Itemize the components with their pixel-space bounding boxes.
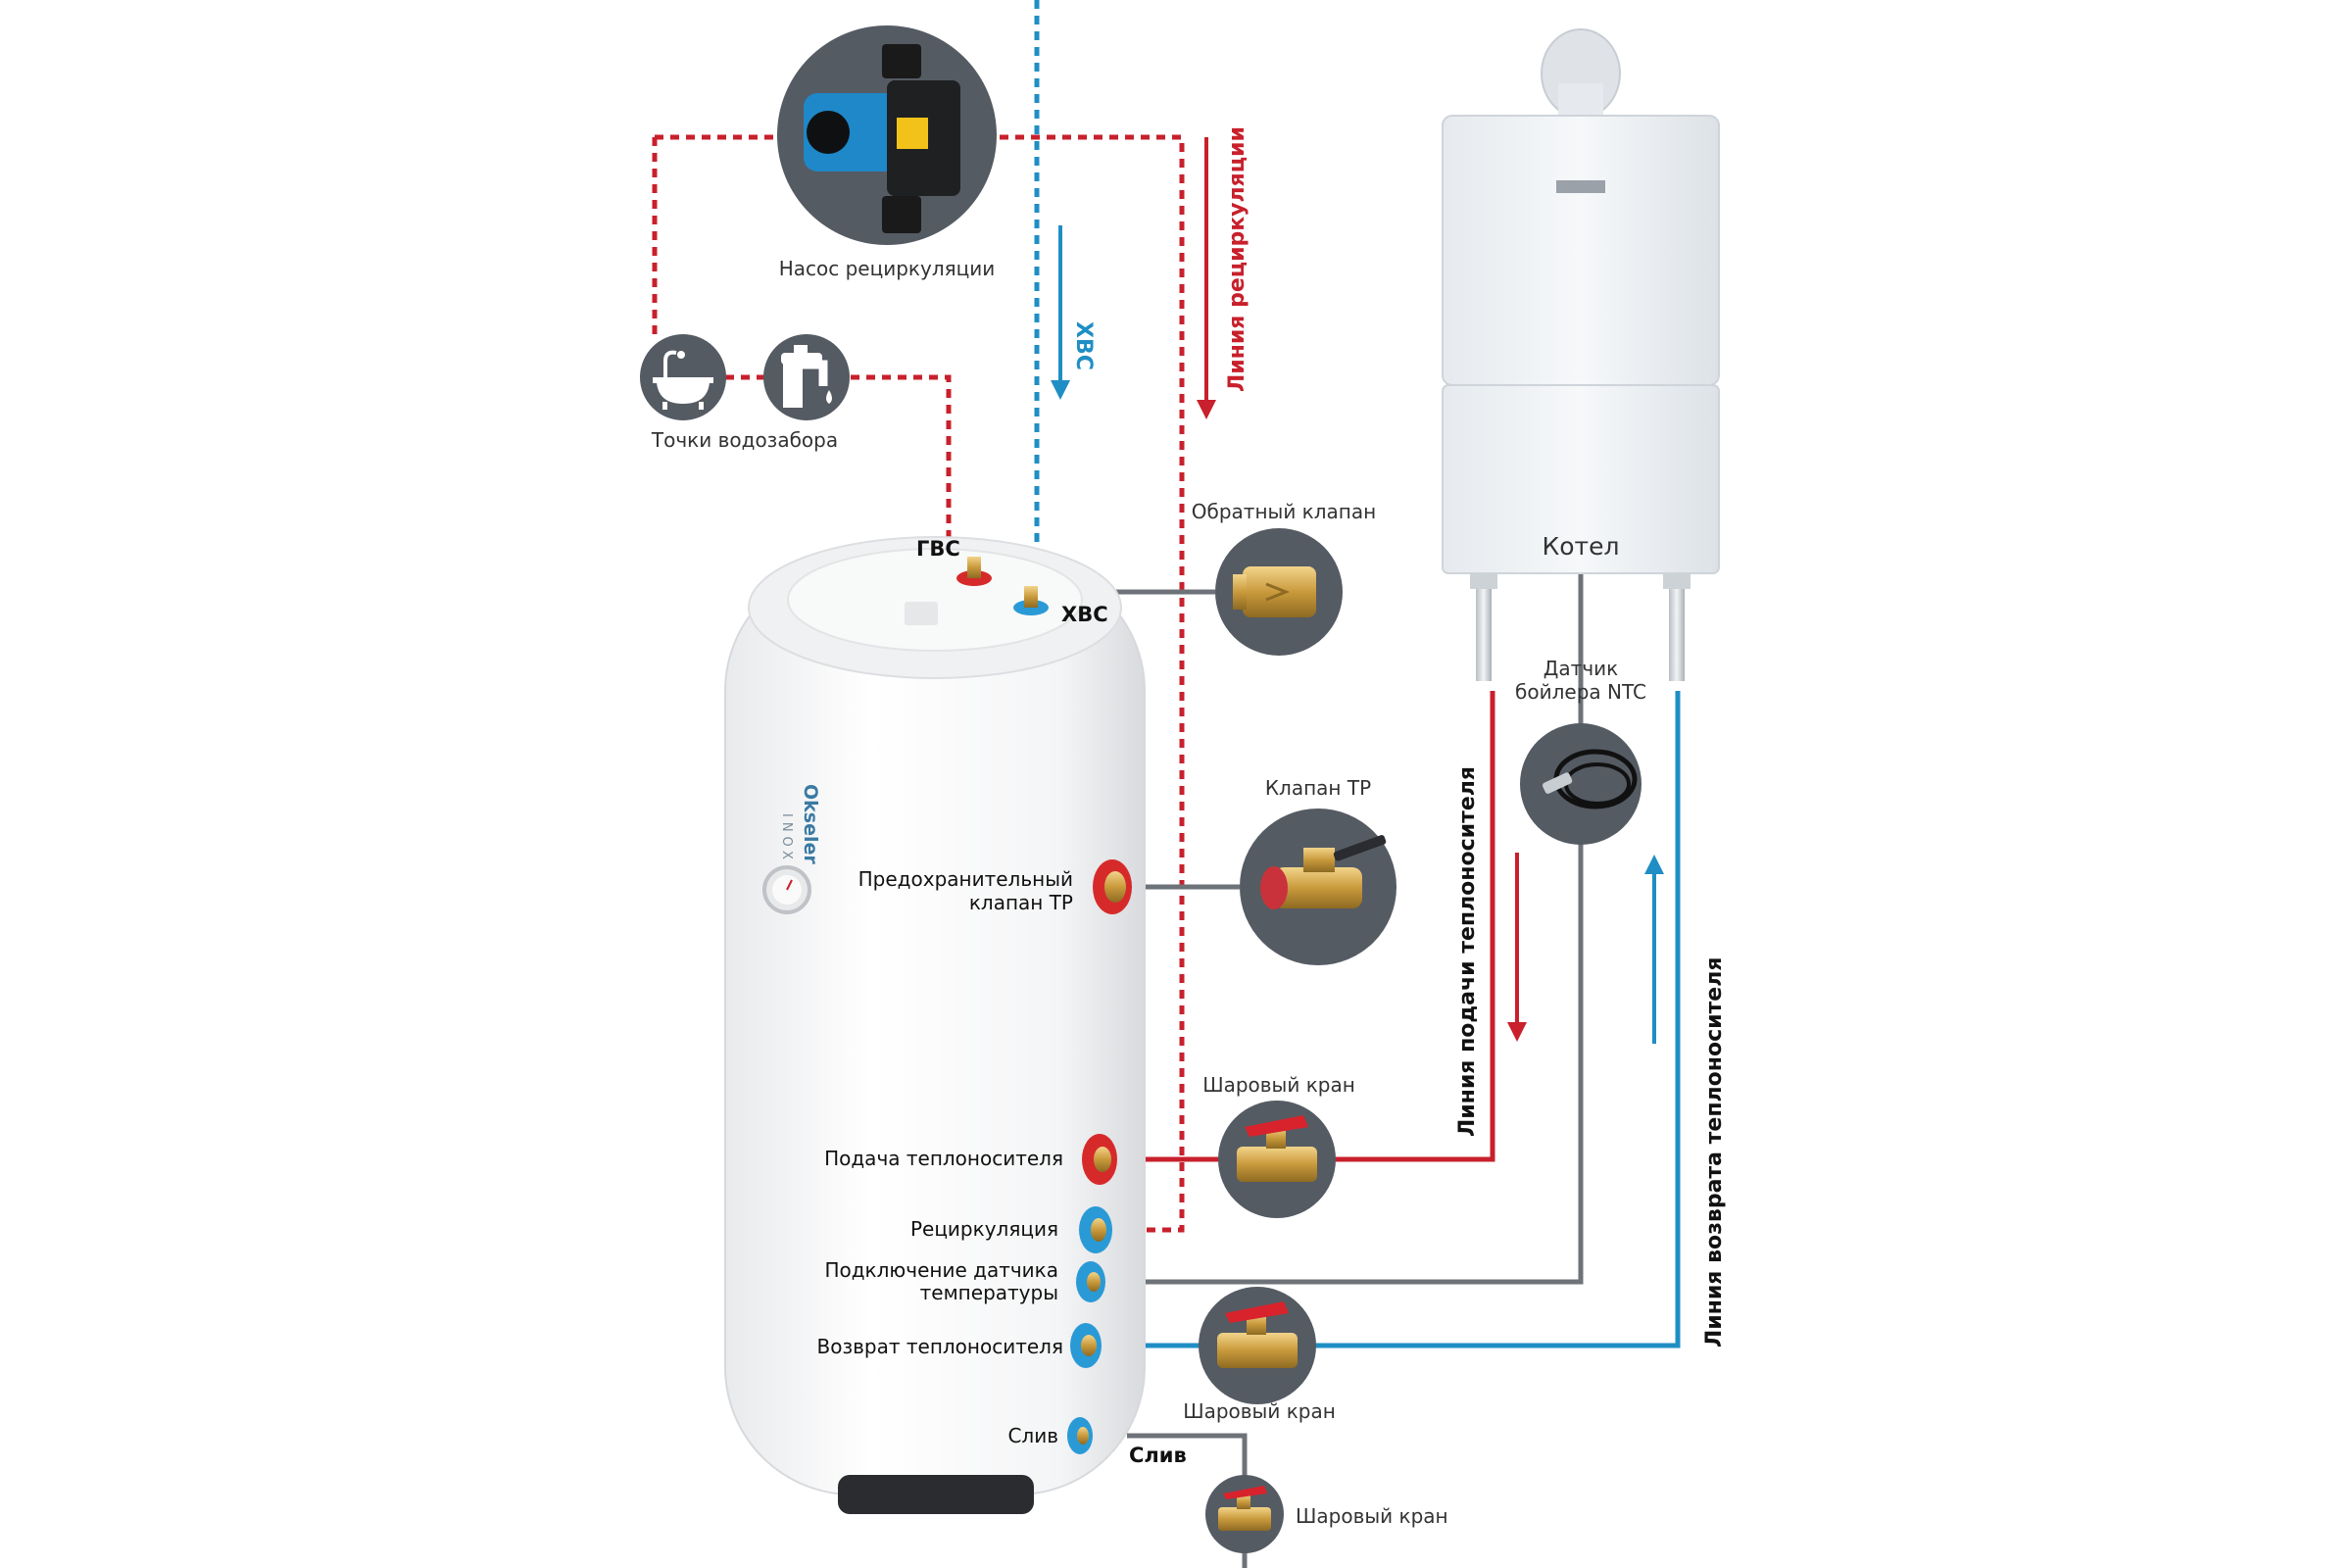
ball-valve-label-1: Шаровый кран — [1202, 1073, 1355, 1097]
brand-logo: Okseler — [800, 784, 821, 864]
return-port — [1070, 1323, 1102, 1368]
recirc-line-label: Линия рециркуляции — [1225, 126, 1250, 392]
bathtub-icon — [640, 334, 726, 420]
recirc-line-top — [655, 134, 1185, 1233]
heat-supply-label: Подача теплоносителя — [824, 1147, 1063, 1170]
recirc-pump-label: Насос рециркуляции — [778, 257, 996, 280]
ntc-sensor-label-line2: бойлера NTC — [1515, 680, 1646, 704]
heat-return-label: Возврат теплоносителя — [816, 1335, 1063, 1358]
hot-water-label: ГВС — [916, 537, 960, 561]
boiler-label: Котел — [1542, 532, 1620, 561]
safety-valve-label-line2: клапан ТР — [968, 891, 1073, 914]
cold-water-tank-label: ХВС — [1061, 603, 1108, 626]
recirc-pump-icon — [777, 25, 997, 245]
ntc-sensor-label-line1: Датчик — [1543, 657, 1619, 680]
return-flow-arrow — [1644, 855, 1664, 1044]
faucet-icon — [763, 334, 850, 420]
return-line-label: Линия возврата теплоносителя — [1702, 956, 1727, 1348]
supply-port — [1082, 1134, 1117, 1185]
ball-valve-label-3: Шаровый кран — [1296, 1504, 1448, 1528]
supply-line-label: Линия подачи теплоносителя — [1455, 766, 1480, 1137]
safety-valve-label-line1: Предохранительный — [858, 867, 1073, 891]
recirculation-dashed-lines — [652, 134, 1185, 1233]
safety-valve-label: Предохранительный клапан ТР — [823, 867, 1073, 914]
cold-water-arrow — [1051, 225, 1070, 400]
sensor-connection-label-line1: Подключение датчика — [824, 1258, 1058, 1282]
water-heater-tank — [724, 536, 1146, 1514]
ntc-sensor-icon — [1520, 723, 1642, 845]
ntc-sensor-label: Датчик бойлера NTC — [1483, 657, 1679, 704]
ball-valve-label-2: Шаровый кран — [1183, 1399, 1336, 1423]
recirculation-port — [1079, 1206, 1112, 1253]
supply-flow-arrow — [1507, 853, 1527, 1042]
ball-valve-icon-1 — [1218, 1101, 1336, 1218]
draw-line — [725, 374, 952, 554]
recirc-arrow — [1197, 137, 1216, 419]
sensor-connection-label-line2: температуры — [919, 1281, 1058, 1304]
tp-valve-icon — [1240, 808, 1396, 965]
sensor-port — [1076, 1261, 1105, 1302]
drain-port — [1067, 1417, 1093, 1454]
check-valve-icon — [1215, 528, 1343, 656]
drain-label: Слив — [1007, 1424, 1058, 1447]
tp-port — [1093, 859, 1132, 914]
check-valve-label: Обратный клапан — [1191, 500, 1377, 523]
ball-valve-icon-2 — [1199, 1287, 1316, 1404]
cold-water-top-label: ХВС — [1071, 321, 1096, 370]
brand-sub: INOX — [779, 813, 794, 864]
tp-valve-label: Клапан ТР — [1264, 776, 1372, 800]
sensor-pipe — [1098, 843, 1584, 1285]
ball-valve-icon-3 — [1205, 1475, 1284, 1553]
drain-bold-label: Слив — [1129, 1444, 1187, 1467]
draw-points-label: Точки водозабора — [651, 428, 839, 452]
sensor-connection-label: Подключение датчика температуры — [784, 1259, 1058, 1304]
boiler — [1442, 28, 1720, 681]
recirculation-label: Рециркуляция — [909, 1217, 1058, 1241]
